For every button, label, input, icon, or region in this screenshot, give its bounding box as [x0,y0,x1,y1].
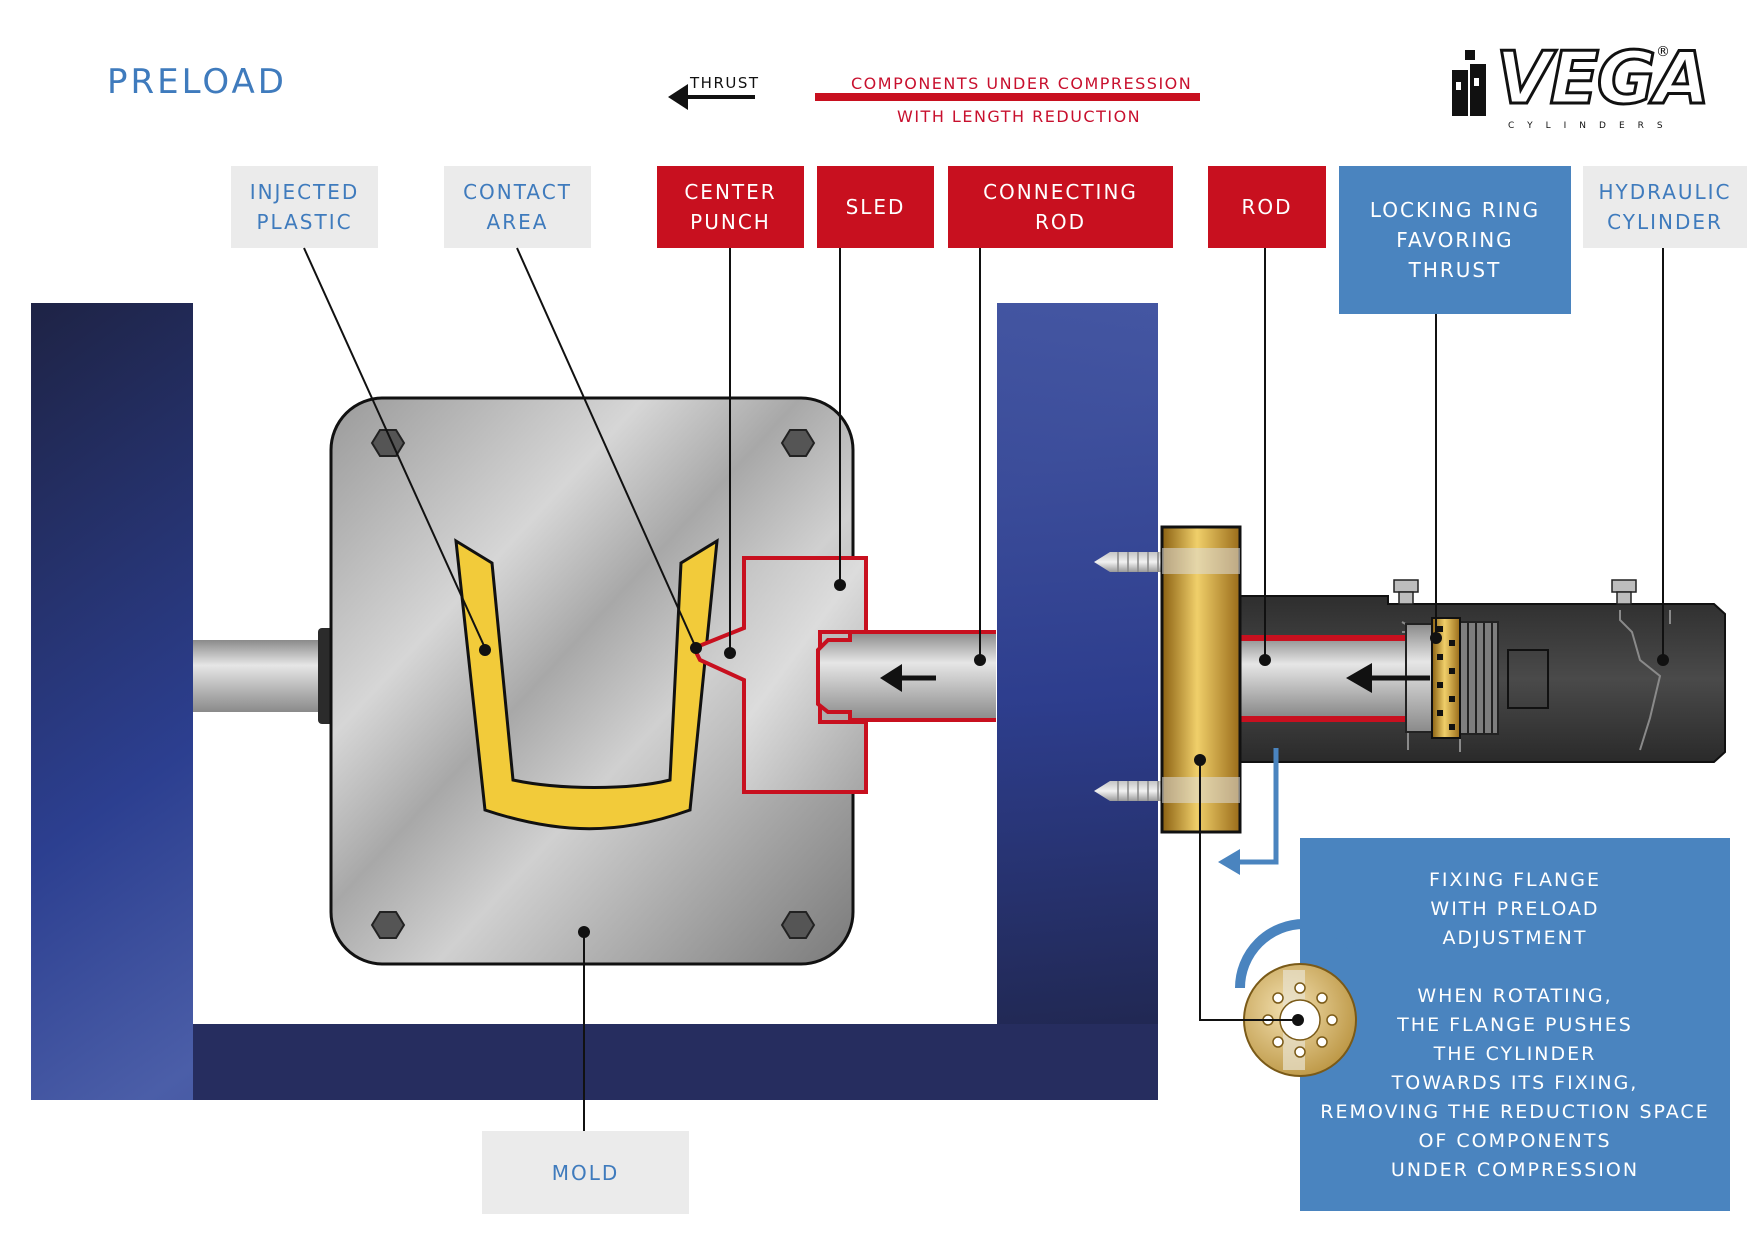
bleed-screw-icon [1393,579,1419,593]
flange-bolt-hole-top [1162,548,1240,574]
leader-dots [479,579,1669,1026]
label-hydraulic-cylinder: HYDRAULIC CYLINDER [1583,166,1747,248]
rotating-flange-disc-icon [1235,919,1382,1077]
label-connecting-rod: CONNECTING ROD [948,166,1173,248]
info-heading: FIXING FLANGE WITH PRELOAD ADJUSTMENT [1428,869,1602,949]
page-title: PRELOAD [107,62,287,102]
leader-fixing-flange [1199,760,1298,1021]
label-contact-area-text: CONTACT AREA [463,180,572,234]
label-connecting-rod-text: CONNECTING ROD [983,180,1138,234]
logo-subtitle: CYLINDERS [1508,121,1676,131]
label-mold-text: MOLD [551,1160,620,1185]
label-rod-text: ROD [1241,195,1293,219]
preload-info-panel: FIXING FLANGE WITH PRELOAD ADJUSTMENT WH… [1300,838,1730,1211]
compression-legend-line2: WITH LENGTH REDUCTION [897,107,1142,126]
label-locking-ring: LOCKING RING FAVORING THRUST [1339,166,1571,314]
thrust-arrow-icon [668,84,755,110]
label-center-punch: CENTER PUNCH [657,166,804,248]
bleed-screw-icon [1611,579,1637,593]
flange-push-arrow-icon [1218,748,1279,875]
left-shaft [193,640,323,712]
hex-bolt-icon [780,911,816,939]
locking-ring-teeth [1437,626,1455,730]
label-locking-ring-text: LOCKING RING FAVORING THRUST [1369,198,1541,282]
leader-injected-plastic [303,247,486,649]
compression-legend-line1: COMPONENTS UNDER COMPRESSION [851,74,1193,93]
thrust-legend-label: THRUST [690,74,760,92]
vega-logo: VEGA ® CYLINDERS [1448,37,1711,134]
label-sled-text: SLED [845,195,906,219]
info-body: WHEN ROTATING, THE FLANGE PUSHES THE CYL… [1320,985,1710,1181]
press-frame-right-column [997,303,1158,1100]
label-injected-plastic-text: INJECTED PLASTIC [249,180,360,234]
injected-plastic-part [454,538,719,831]
locking-ring [1431,617,1461,739]
logo-mark-icon [1452,50,1486,116]
label-mold: MOLD [482,1131,689,1214]
piston-seal-grooves [1467,622,1493,734]
logo-wordmark: VEGA [1495,36,1712,120]
connecting-rod-thrust-arrow-icon [880,664,936,692]
label-rod: ROD [1208,166,1326,248]
hex-bolt-icon [370,911,406,939]
piston-stem [1507,649,1549,709]
bleed-screw-icons [1393,579,1637,605]
hex-bolt-icon [780,429,816,457]
logo-registered-mark: ® [1656,44,1670,60]
rod-thrust-arrow-icon [1346,663,1430,693]
label-hydraulic-cylinder-text: HYDRAULIC CYLINDER [1598,180,1732,234]
leader-contact-area [516,247,697,649]
label-center-punch-text: CENTER PUNCH [684,180,777,234]
leader-lines [303,247,1664,1131]
label-contact-area: CONTACT AREA [444,166,591,248]
label-injected-plastic: INJECTED PLASTIC [231,166,378,248]
label-sled: SLED [817,166,934,248]
press-frame-base [193,1024,1158,1100]
